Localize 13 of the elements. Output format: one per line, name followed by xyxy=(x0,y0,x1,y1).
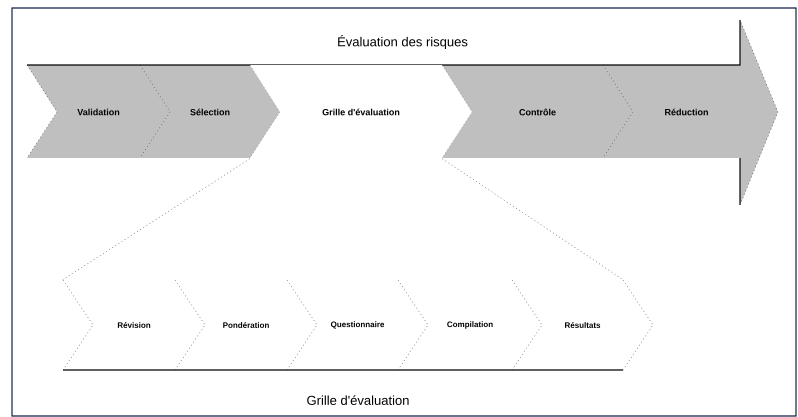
dotted-line xyxy=(62,158,250,280)
stage-label: Réduction xyxy=(665,108,708,116)
stage-label: Résultats xyxy=(565,322,600,328)
stage-label: Pondération xyxy=(223,322,269,328)
stage-label: Compilation xyxy=(447,321,493,329)
stage-label: Grille d'évaluation xyxy=(250,65,472,158)
stage-label: Questionnaire xyxy=(330,321,384,329)
stage-label: Sélection xyxy=(190,108,230,116)
stage-label: Révision xyxy=(118,322,150,328)
node-label: Évaluation des risques xyxy=(338,34,468,49)
dotted-line xyxy=(442,158,624,280)
stage-label: Contrôle xyxy=(519,108,556,116)
stage-label: Validation xyxy=(77,108,120,116)
